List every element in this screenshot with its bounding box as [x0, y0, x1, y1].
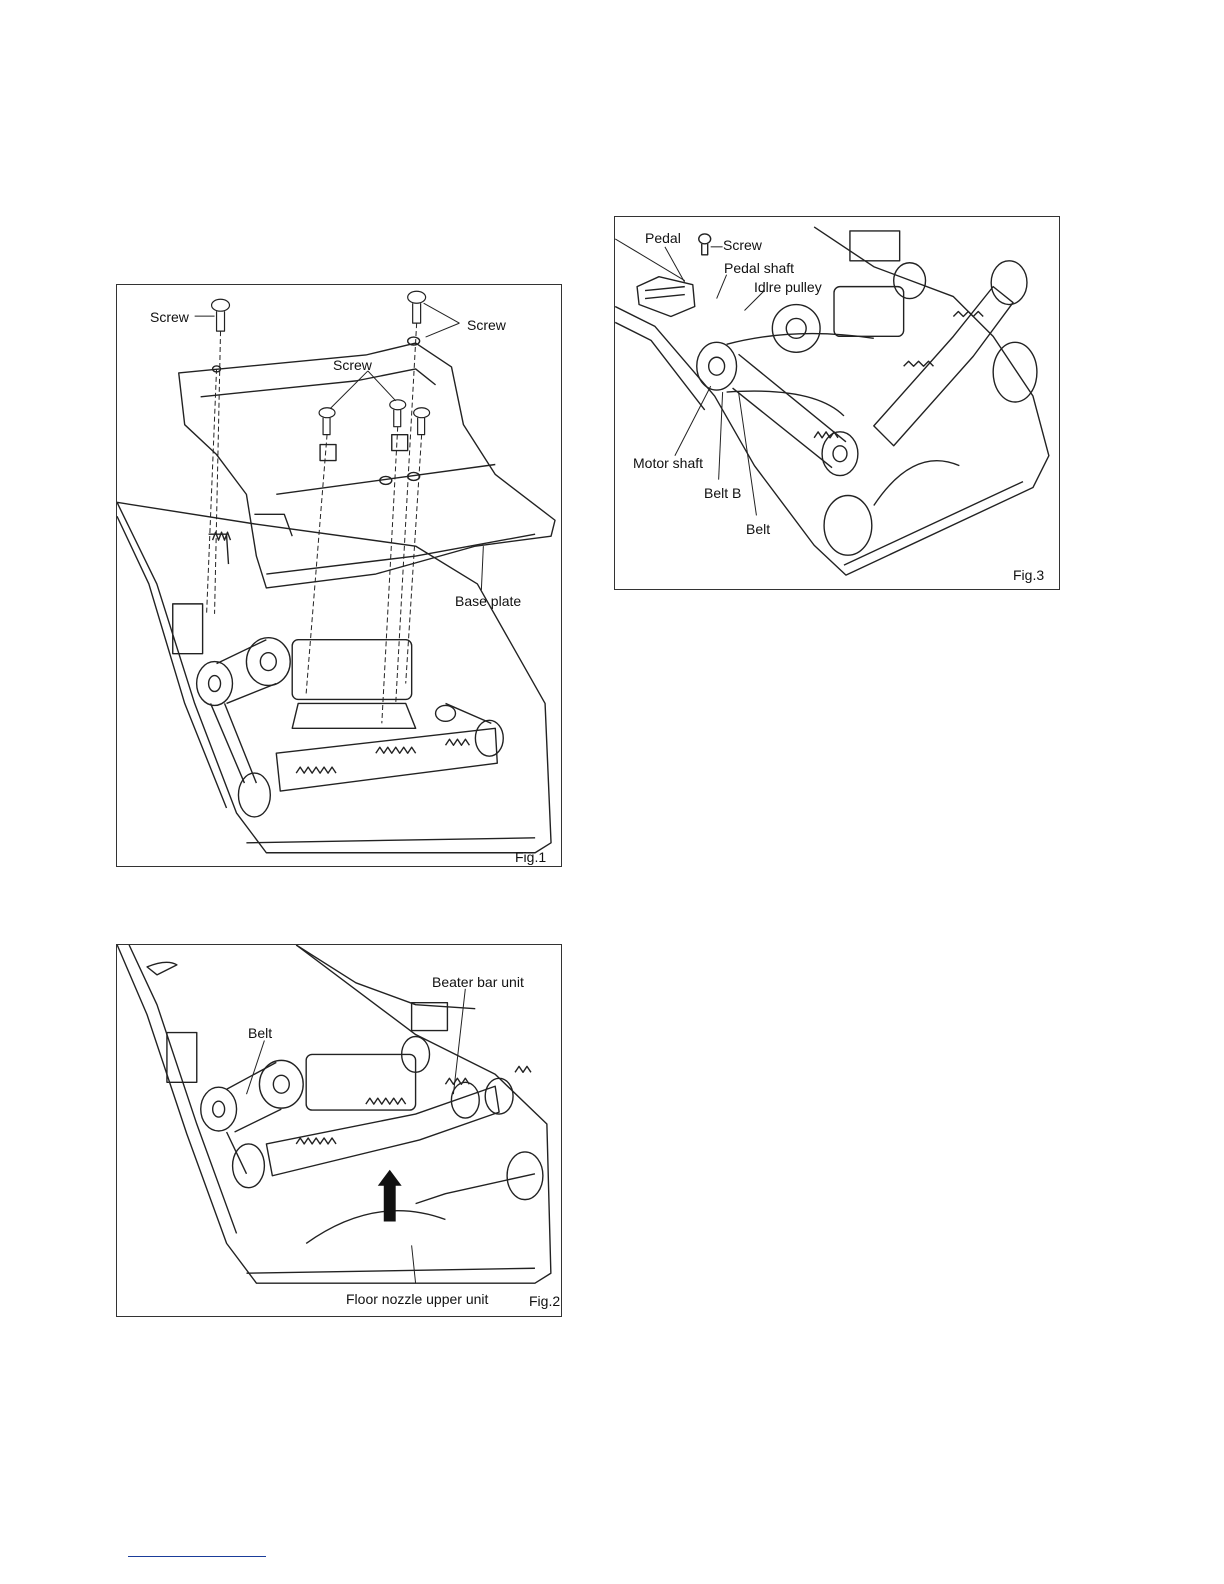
footer-rule: [128, 1556, 266, 1557]
fig3-label-belt: Belt: [746, 521, 770, 537]
figure-3: Pedal Screw Pedal shaft Idlre pulley Mot…: [614, 216, 1060, 590]
fig2-label-belt: Belt: [248, 1025, 272, 1041]
figure-2: Beater bar unit Belt Floor nozzle upper …: [116, 944, 562, 1317]
fig1-label-base-plate: Base plate: [455, 593, 521, 609]
fig2-caption: Fig.2: [529, 1293, 560, 1309]
fig3-label-screw: Screw: [723, 237, 762, 253]
fig3-label-motor-shaft: Motor shaft: [633, 455, 703, 471]
figure-1: Screw Screw Screw Base plate Fig.1: [116, 284, 562, 867]
fig1-label-screw-left: Screw: [150, 309, 189, 325]
figure-2-drawing: [117, 945, 561, 1316]
fig3-label-pedal-shaft: Pedal shaft: [724, 260, 794, 276]
fig1-label-screw-right: Screw: [467, 317, 506, 333]
fig3-label-belt-b: Belt B: [704, 485, 741, 501]
fig2-label-beater-bar-unit: Beater bar unit: [432, 974, 524, 990]
fig1-label-screw-center: Screw: [333, 357, 372, 373]
fig2-label-floor-nozzle-upper-unit: Floor nozzle upper unit: [346, 1291, 488, 1307]
fig1-caption: Fig.1: [515, 849, 546, 865]
figure-3-drawing: [615, 217, 1059, 589]
fig3-caption: Fig.3: [1013, 567, 1044, 583]
fig3-label-idler-pulley: Idlre pulley: [754, 279, 822, 295]
fig3-label-pedal: Pedal: [645, 230, 681, 246]
